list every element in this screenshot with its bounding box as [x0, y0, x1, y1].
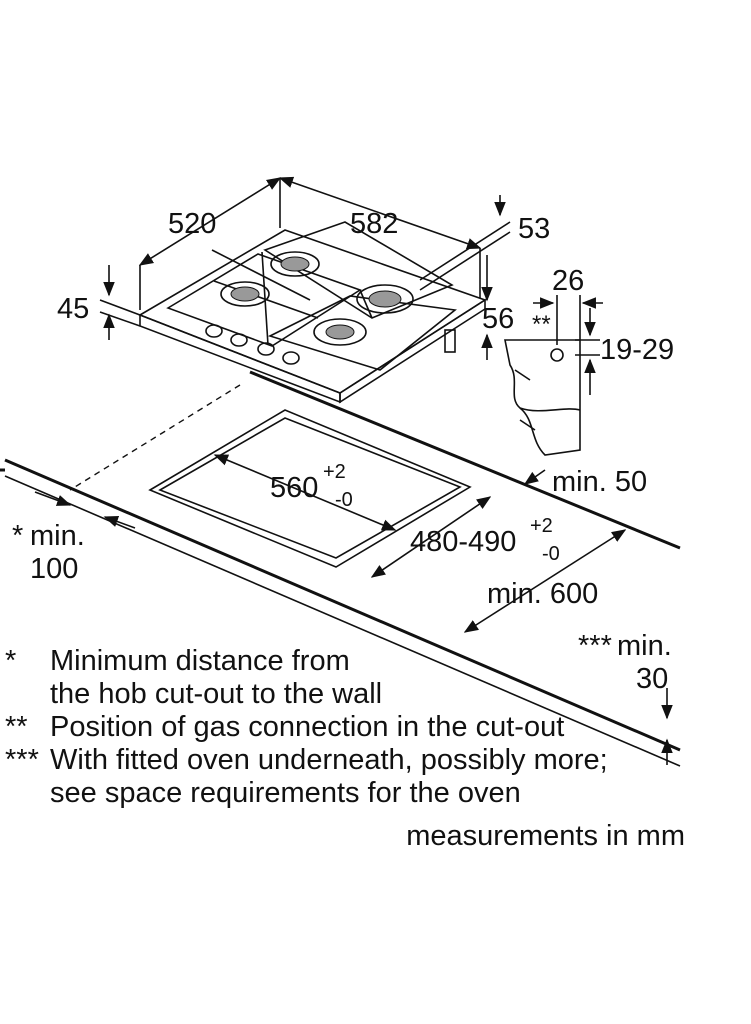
footnote-1-line-1: Minimum distance from: [50, 645, 350, 677]
footnote-1: * Minimum distance from the hob cut-out …: [5, 645, 745, 711]
footnotes: * Minimum distance from the hob cut-out …: [5, 645, 745, 810]
dim-560-tol-minus: -0: [335, 489, 353, 511]
dim-560-tol-plus: +2: [323, 461, 346, 483]
dim-480-490-tol-plus: +2: [530, 515, 553, 537]
dim-582: 582: [350, 208, 398, 240]
dim-min-100-label: min.: [30, 520, 85, 552]
dim-45: 45: [57, 293, 89, 325]
dim-min-100-value: 100: [30, 553, 78, 585]
dim-560: 560: [270, 472, 318, 504]
footnote-2-mark: **: [5, 711, 28, 743]
dim-min-30-value: 30: [636, 663, 668, 695]
dimension-lines: [34, 176, 673, 765]
footnote-1-mark: *: [5, 645, 17, 677]
footnote-3-line-1: With fitted oven underneath, possibly mo…: [50, 744, 608, 776]
dim-min-50: min. 50: [552, 466, 647, 498]
footnote-3: *** With fitted oven underneath, possibl…: [5, 744, 745, 810]
oven-marker: ***: [578, 630, 612, 662]
gas-marker: **: [532, 311, 551, 338]
hob-illustration: [138, 221, 487, 404]
dim-53: 53: [518, 213, 550, 245]
wall-marker: *: [12, 520, 23, 552]
dim-480-490: 480-490: [410, 526, 516, 558]
dim-520: 520: [168, 208, 216, 240]
dim-56: 56: [482, 303, 514, 335]
footnote-2: ** Position of gas connection in the cut…: [5, 711, 745, 744]
gas-connector-icon: [444, 329, 456, 353]
dim-26: 26: [552, 265, 584, 297]
unit-note: measurements in mm: [406, 820, 685, 852]
burner-icons: [220, 251, 414, 346]
footnote-1-line-2: the hob cut-out to the wall: [50, 678, 383, 710]
cutout-outline: [148, 409, 472, 568]
dim-480-490-tol-minus: -0: [542, 543, 560, 565]
dim-min-30-label: min.: [617, 630, 672, 662]
footnote-2-line-1: Position of gas connection in the cut-ou…: [50, 711, 565, 743]
dim-min-600: min. 600: [487, 578, 598, 610]
dim-19-29: 19-29: [600, 334, 674, 366]
control-knobs: [205, 324, 300, 365]
gas-connection-section: [504, 339, 581, 456]
footnote-3-mark: ***: [5, 744, 39, 776]
footnote-3-line-2: see space requirements for the oven: [50, 777, 521, 809]
